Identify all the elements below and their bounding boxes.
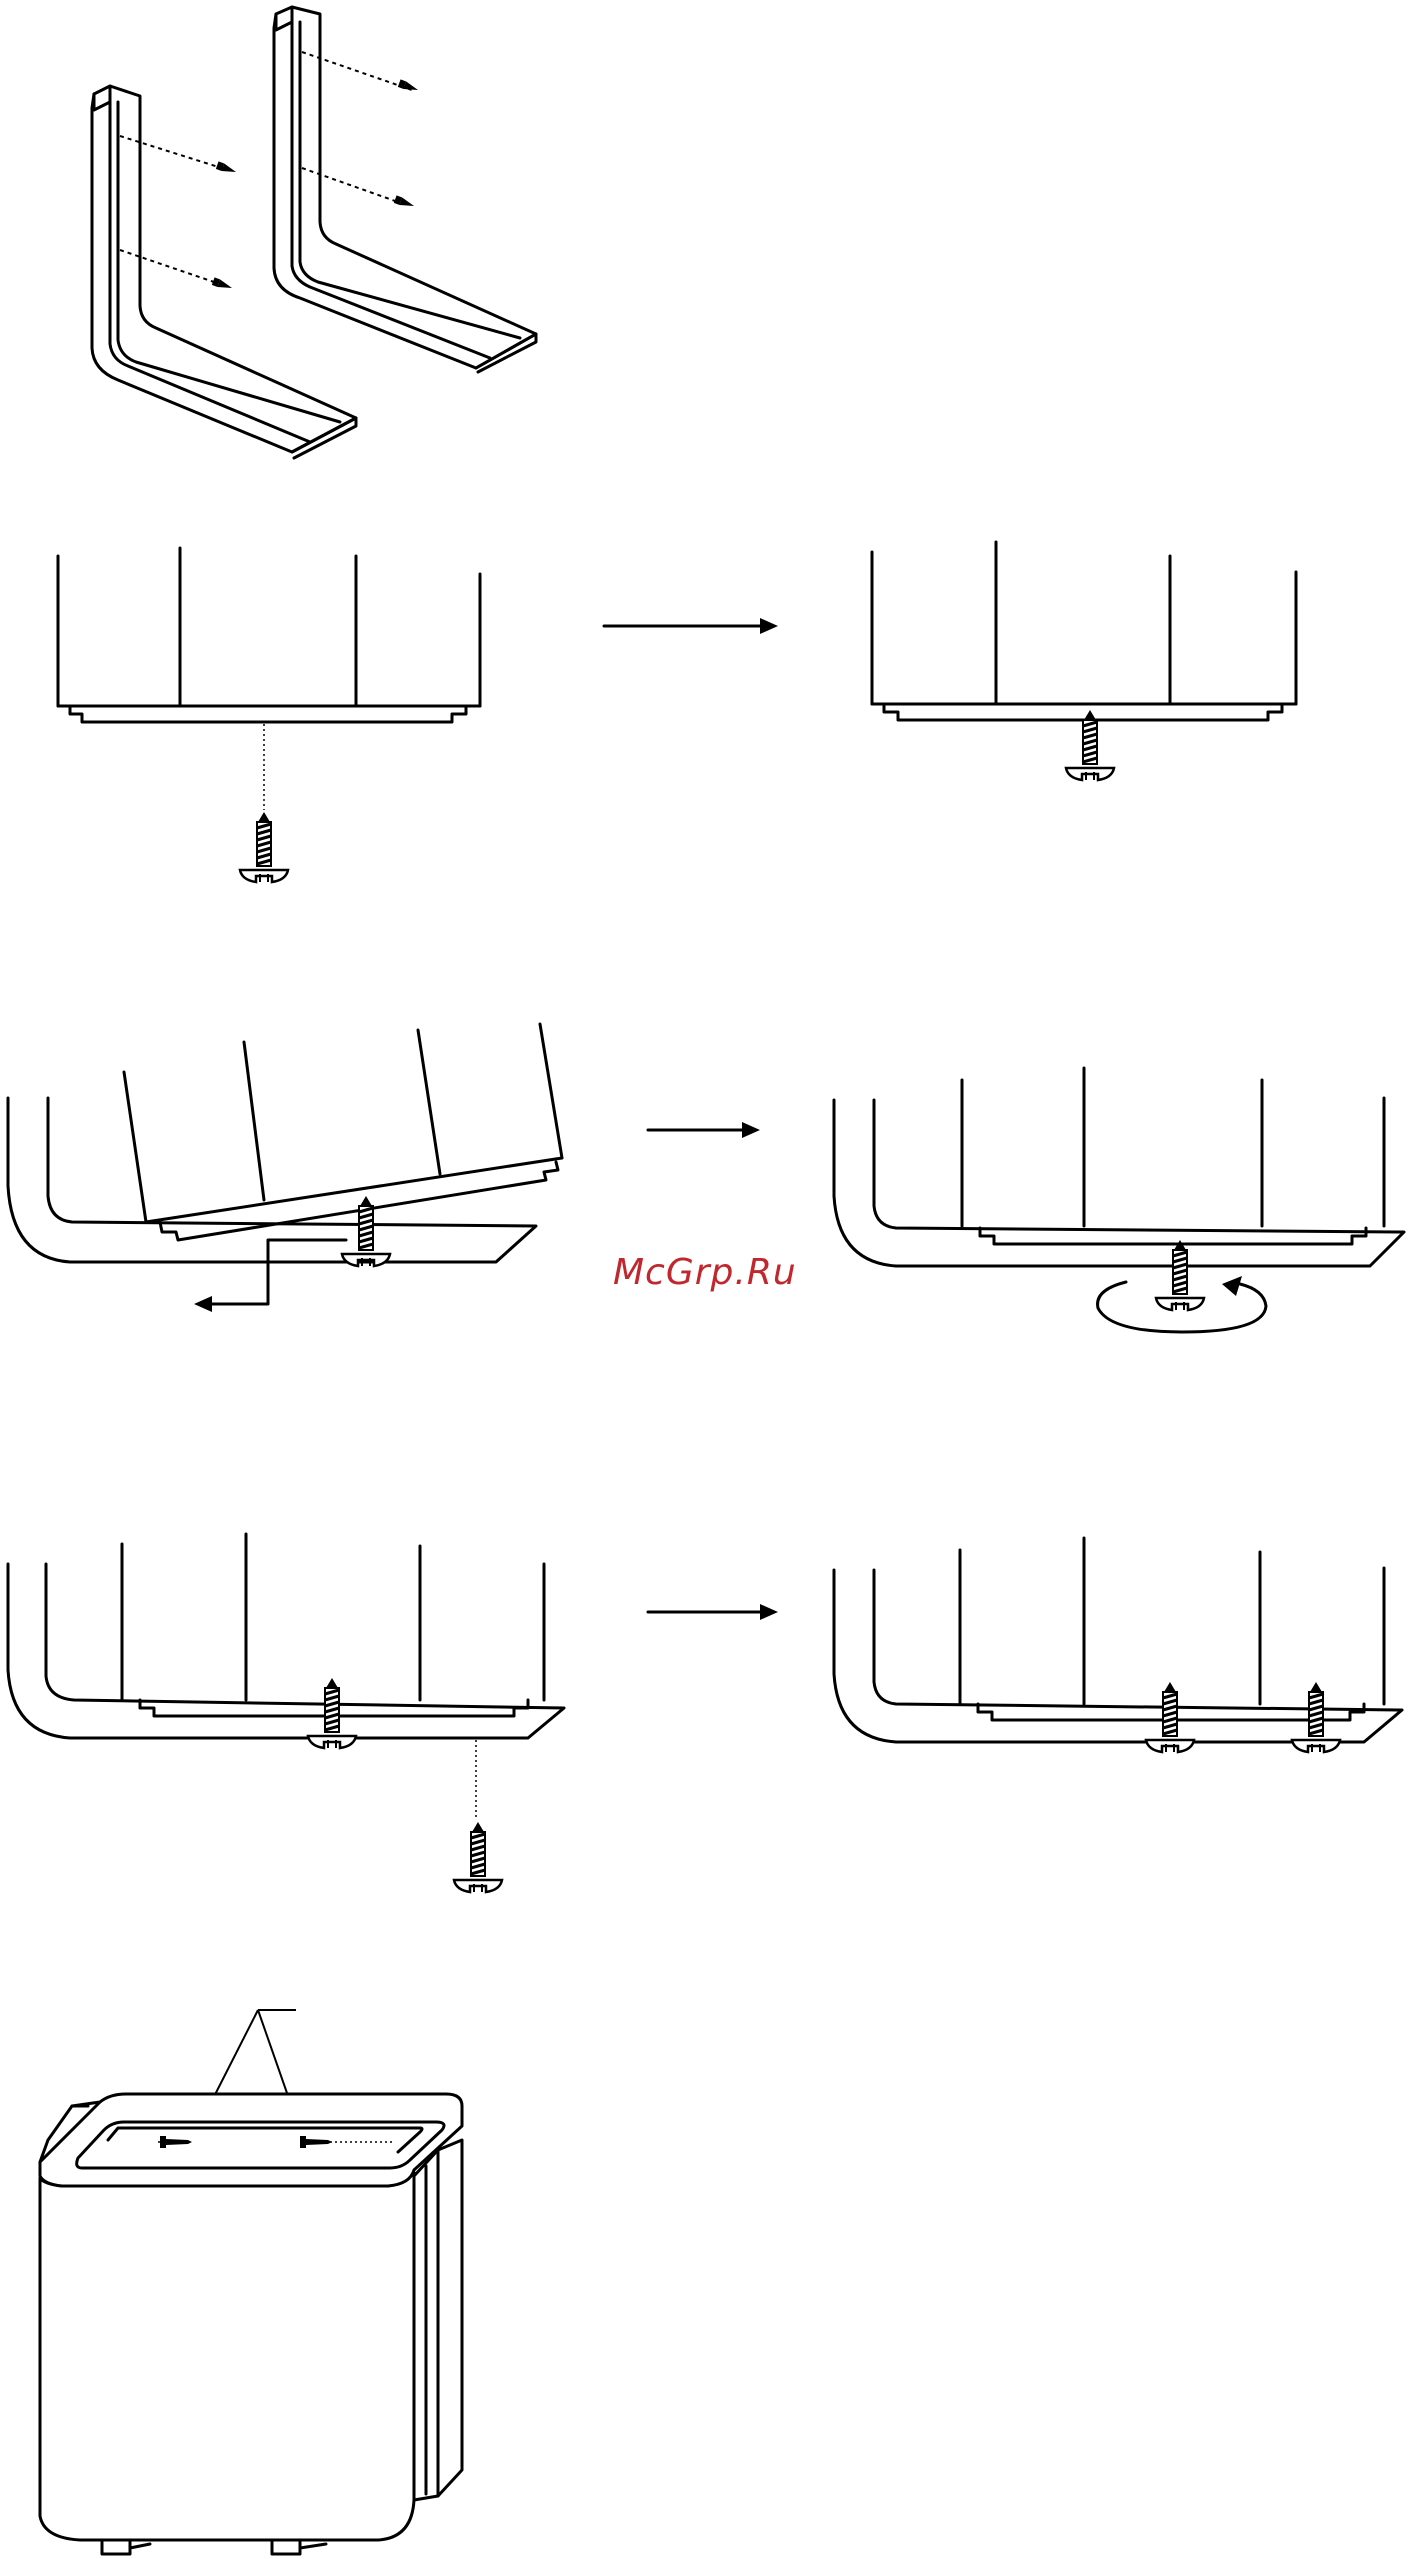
screw-icon bbox=[1156, 1240, 1204, 1310]
screw-icon bbox=[454, 1822, 502, 1892]
bent-arrow-icon bbox=[194, 1240, 346, 1312]
screw-icon bbox=[398, 79, 420, 93]
step-2-screw-base bbox=[58, 542, 1296, 882]
step-5-unit bbox=[40, 2010, 462, 2554]
arrow-right-icon bbox=[648, 1122, 760, 1138]
arrow-right-icon bbox=[604, 618, 778, 634]
screw-icon bbox=[394, 195, 416, 209]
screw-icon bbox=[240, 812, 288, 882]
arrow-right-icon bbox=[648, 1604, 778, 1620]
screw-icon bbox=[216, 161, 238, 175]
screw-icon bbox=[1146, 1682, 1194, 1752]
watermark-text: McGrp.Ru bbox=[613, 1252, 797, 1293]
screw-icon bbox=[1292, 1682, 1340, 1752]
step-1-brackets bbox=[92, 7, 536, 458]
screw-icon bbox=[212, 277, 234, 291]
step-4-second-screw bbox=[8, 1534, 1402, 1892]
bracket-icon bbox=[274, 7, 536, 372]
screw-icon bbox=[308, 1678, 356, 1748]
bracket-icon bbox=[92, 86, 356, 458]
